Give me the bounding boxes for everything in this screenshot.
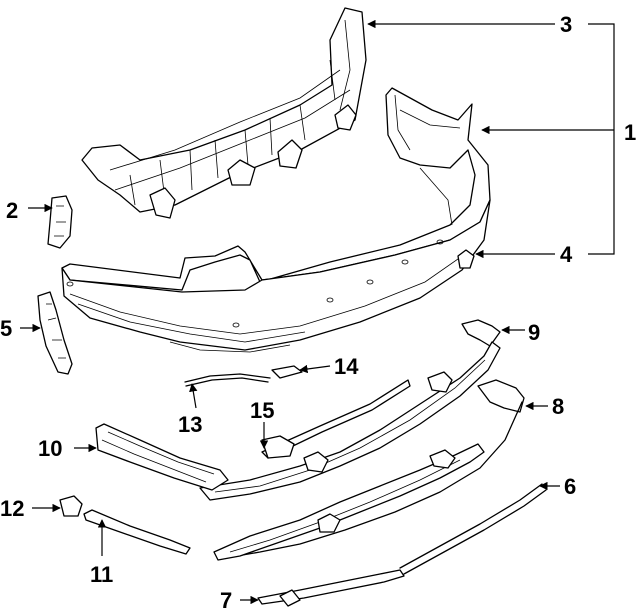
callout-7: 7: [220, 588, 232, 610]
callout-13: 13: [178, 412, 202, 437]
side-housing-part: [95, 423, 229, 491]
leader-lines: [20, 19, 615, 605]
callout-12: 12: [0, 496, 24, 521]
callout-5: 5: [0, 316, 12, 341]
fastener-part: [59, 495, 83, 517]
callout-2: 2: [6, 198, 18, 223]
right-bracket-part: [461, 319, 501, 347]
center-diffuser-part: [199, 341, 501, 501]
callout-6: 6: [564, 474, 576, 499]
diffuser-part: [213, 443, 485, 561]
callout-4: 4: [560, 242, 573, 267]
clip-part: [457, 249, 475, 269]
callout-14: 14: [334, 354, 359, 379]
callout-labels: 1 2 3 4 5 6 7 8 9 10 11 12 13 14 15: [0, 12, 636, 610]
lower-strip-part: [399, 483, 547, 575]
callout-1: 1: [624, 120, 636, 145]
callout-9: 9: [528, 320, 540, 345]
bumper-cover-part: [61, 87, 491, 353]
side-guide-part: [37, 291, 73, 375]
lower-side-trim-part: [83, 509, 191, 555]
callout-15: 15: [250, 398, 274, 423]
callout-10: 10: [38, 436, 62, 461]
side-bracket-part: [47, 195, 73, 249]
impact-beam-part: [81, 7, 367, 219]
center-bar-part: [261, 379, 411, 459]
callout-11: 11: [90, 562, 113, 587]
callout-8: 8: [552, 394, 564, 419]
lower-trim-part: [257, 569, 405, 607]
right-trim-part: [224, 379, 525, 559]
reflector-trim-part: [184, 365, 303, 387]
callout-3: 3: [560, 12, 572, 37]
